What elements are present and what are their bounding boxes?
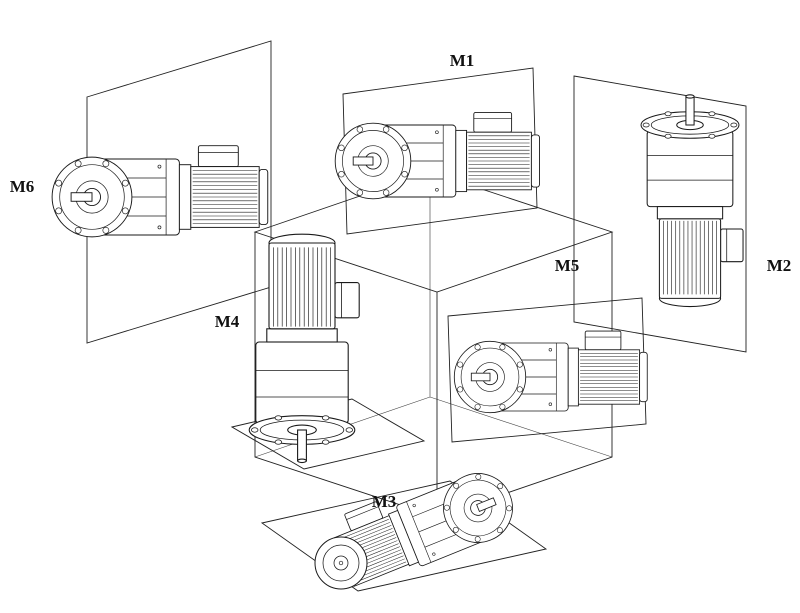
gearmotor-m3-endcap [314, 536, 368, 590]
gearmotors [51, 94, 744, 598]
label-m5: M5 [555, 256, 580, 275]
label-m1: M1 [450, 51, 475, 70]
label-m4: M4 [215, 312, 240, 331]
label-m2: M2 [767, 256, 792, 275]
gearmotor-m1-drawing [334, 111, 540, 200]
label-m3: M3 [372, 492, 397, 511]
panel-m5 [447, 297, 647, 443]
gearmotor-m5-drawing [453, 330, 648, 414]
gearmotor-m3-drawing [314, 453, 524, 598]
gearmotor-m4-drawing [248, 233, 360, 464]
gearmotor-m2-drawing [640, 94, 744, 308]
position-labels: M1 M2 M3 M4 M5 M6 [10, 51, 792, 511]
label-m6: M6 [10, 177, 35, 196]
gearmotor-m6-drawing [51, 145, 269, 238]
